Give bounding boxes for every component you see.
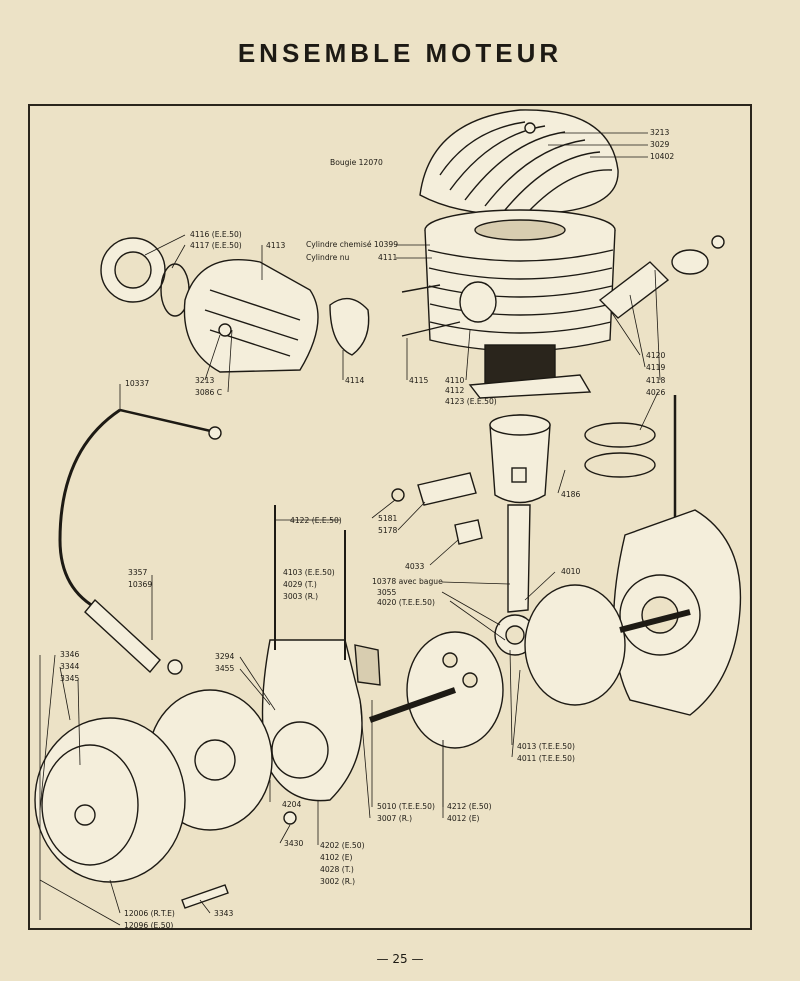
part-label-12006: 12006 (R.T.E) xyxy=(124,909,175,918)
part-label-4112: 4112 xyxy=(445,386,465,395)
part-label-4122: 4122 (E.E.50) xyxy=(290,516,342,525)
page-title: ENSEMBLE MOTEUR xyxy=(237,38,563,68)
part-label-3345: 3345 xyxy=(60,674,80,683)
part-label-4186: 4186 xyxy=(561,490,581,499)
part-label-3346: 3346 xyxy=(60,650,80,659)
part-label-3455: 3455 xyxy=(215,664,235,673)
diagram-frame xyxy=(28,104,752,930)
part-label-10369: 10369 xyxy=(128,580,153,589)
crankshaft xyxy=(369,584,691,749)
part-label-3029: 3029 xyxy=(650,140,670,149)
part-label-4113: 4113 xyxy=(266,241,286,250)
part-label-4028: 4028 (T.) xyxy=(320,865,354,874)
part-label-4102: 4102 (E) xyxy=(320,853,353,862)
part-label-4111: 4111 xyxy=(378,253,398,262)
piston-rings xyxy=(584,422,656,478)
part-label-bougie: Bougie 12070 xyxy=(330,158,383,167)
part-label-3343: 3343 xyxy=(214,909,234,918)
part-label-4012: 4012 (E) xyxy=(447,814,480,823)
part-label-4110: 4110 xyxy=(445,376,465,385)
part-label-4103: 4103 (E.E.50) xyxy=(283,568,335,577)
part-label-4202: 4202 (E.50) xyxy=(320,841,365,850)
part-label-3344: 3344 xyxy=(60,662,80,671)
part-label-4204: 4204 xyxy=(282,800,302,809)
clutch-cover xyxy=(183,258,319,373)
part-label-10378: 10378 avec bague xyxy=(372,577,443,586)
part-label-4011: 4011 (T.E.E.50) xyxy=(517,754,575,763)
lead-connector xyxy=(84,598,183,675)
part-label-3294: 3294 xyxy=(215,652,235,661)
part-label-5178: 5178 xyxy=(378,526,398,535)
part-label-4116: 4116 (E.E.50) xyxy=(190,230,242,239)
part-label-4033: 4033 xyxy=(405,562,425,571)
part-label-3003: 3003 (R.) xyxy=(283,592,319,601)
part-label-4115: 4115 xyxy=(409,376,429,385)
cylinder-head xyxy=(419,109,619,216)
part-label-10337: 10337 xyxy=(125,379,150,388)
small-bolts xyxy=(181,811,297,909)
stud-bolts xyxy=(401,284,461,337)
part-label-3086: 3086 C xyxy=(195,388,223,397)
part-label-4117: 4117 (E.E.50) xyxy=(190,241,242,250)
part-label-cylindre-nu: Cylindre nu xyxy=(306,253,350,262)
part-label-4123: 4123 (E.E.50) xyxy=(445,397,497,406)
part-label-3213: 3213 xyxy=(650,128,670,137)
part-label-4120: 4120 xyxy=(646,351,666,360)
part-label-4020: 4020 (T.E.E.50) xyxy=(377,598,435,607)
part-label-3430: 3430 xyxy=(284,839,304,848)
ht-lead xyxy=(58,408,121,612)
part-label-3055: 3055 xyxy=(377,588,397,597)
piston-pin xyxy=(391,472,483,545)
part-label-4119: 4119 xyxy=(646,363,666,372)
part-label-3007: 3007 (R.) xyxy=(377,814,413,823)
part-label-5010: 5010 (T.E.E.50) xyxy=(377,802,435,811)
part-label-3357: 3357 xyxy=(128,568,148,577)
part-label-4013: 4013 (T.E.E.50) xyxy=(517,742,575,751)
part-label-4118: 4118 xyxy=(646,376,666,385)
stator-plate xyxy=(261,505,363,802)
page-number: — 25 — xyxy=(376,952,424,966)
part-label-4026: 4026 xyxy=(646,388,666,397)
piston xyxy=(489,414,551,504)
part-label-10402: 10402 xyxy=(650,152,675,161)
part-label-3002: 3002 (R.) xyxy=(320,877,356,886)
flywheel xyxy=(34,717,186,883)
cylinder xyxy=(424,209,616,399)
part-label-cylindre-chemise: Cylindre chemisé 10399 xyxy=(306,240,399,249)
part-label-4029: 4029 (T.) xyxy=(283,580,317,589)
part-label-4212: 4212 (E.50) xyxy=(447,802,492,811)
sprocket xyxy=(100,237,190,317)
gasket xyxy=(329,297,370,356)
part-label-4010: 4010 xyxy=(561,567,581,576)
part-label-12096: 12096 (E.50) xyxy=(124,921,174,930)
part-label-4114: 4114 xyxy=(345,376,365,385)
part-label-5181: 5181 xyxy=(378,514,398,523)
exhaust-fitting xyxy=(598,235,725,319)
part-label-3213-b: 3213 xyxy=(195,376,215,385)
